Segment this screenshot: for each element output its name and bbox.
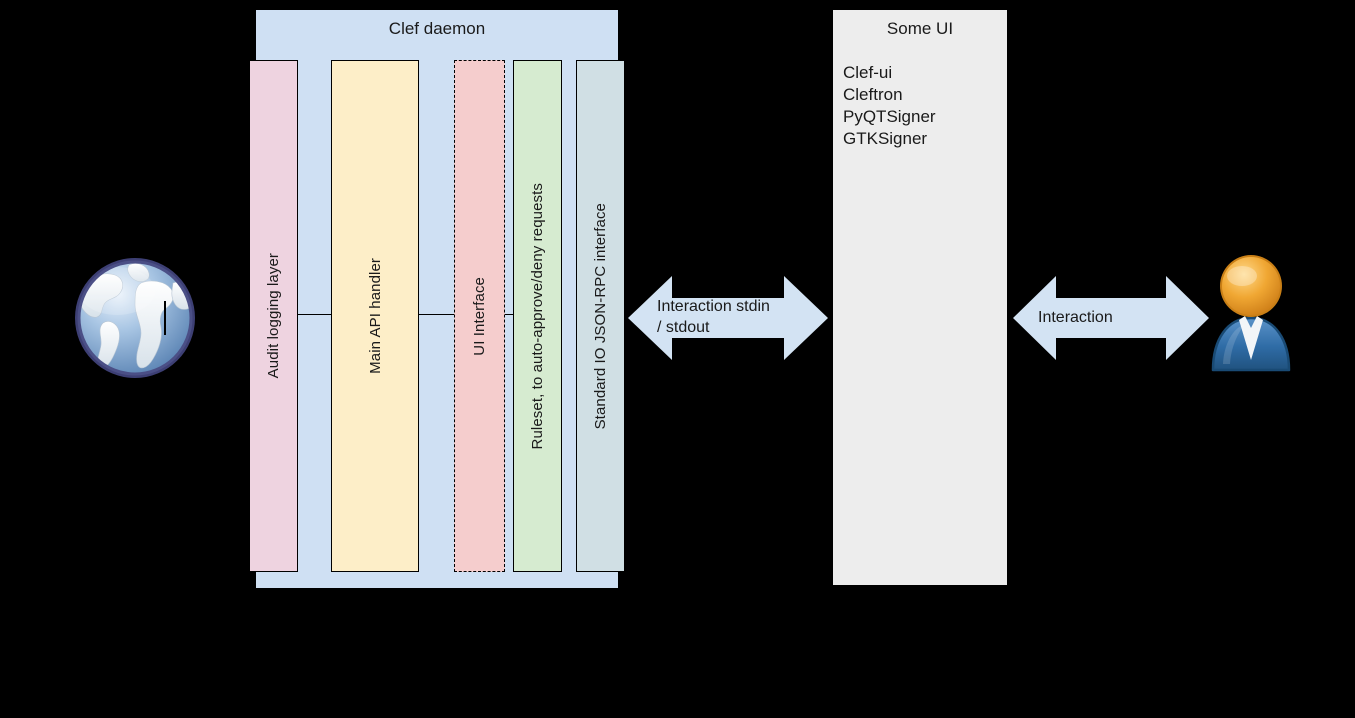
list-item: Cleftron [843, 85, 903, 104]
connector-mainapi-to-uiinterface [418, 314, 455, 315]
component-label: Ruleset, to auto-approve/deny requests [529, 182, 546, 450]
globe-icon [73, 253, 197, 387]
stdio-interaction-arrow-label: Interaction stdin / stdout [657, 298, 770, 336]
list-item: GTKSigner [843, 129, 928, 148]
user-interaction-arrow-label: Interaction [1038, 309, 1113, 326]
some-ui-title: Some UI [886, 19, 954, 38]
some-ui-container [833, 10, 1007, 585]
component-main-api-handler[interactable]: Main API handler [331, 60, 419, 572]
clef-daemon-title: Clef daemon [388, 19, 486, 38]
component-ruleset[interactable]: Ruleset, to auto-approve/deny requests [513, 60, 562, 572]
user-icon [1203, 252, 1299, 376]
component-audit-logging-layer[interactable]: Audit logging layer [249, 60, 298, 572]
component-label: Main API handler [366, 258, 384, 374]
clef-daemon-container [256, 10, 618, 588]
component-label: Audit logging layer [265, 253, 282, 379]
some-ui-implementation-list: Clef-ui Cleftron PyQTSigner GTKSigner [843, 62, 1003, 150]
user-interaction-arrow [1013, 272, 1209, 364]
connector-audit-to-mainapi [297, 314, 332, 315]
connector-uiinterface-to-ruleset [504, 314, 514, 315]
component-standard-io-jsonrpc-interface[interactable]: Standard IO JSON-RPC interface [576, 60, 625, 572]
component-ui-interface[interactable]: UI Interface [454, 60, 505, 572]
list-item: Clef-ui [843, 63, 893, 82]
component-label: Standard IO JSON-RPC interface [592, 202, 609, 430]
list-item: PyQTSigner [843, 107, 936, 126]
component-label: UI Interface [471, 276, 488, 356]
stdio-interaction-arrow [628, 272, 828, 364]
